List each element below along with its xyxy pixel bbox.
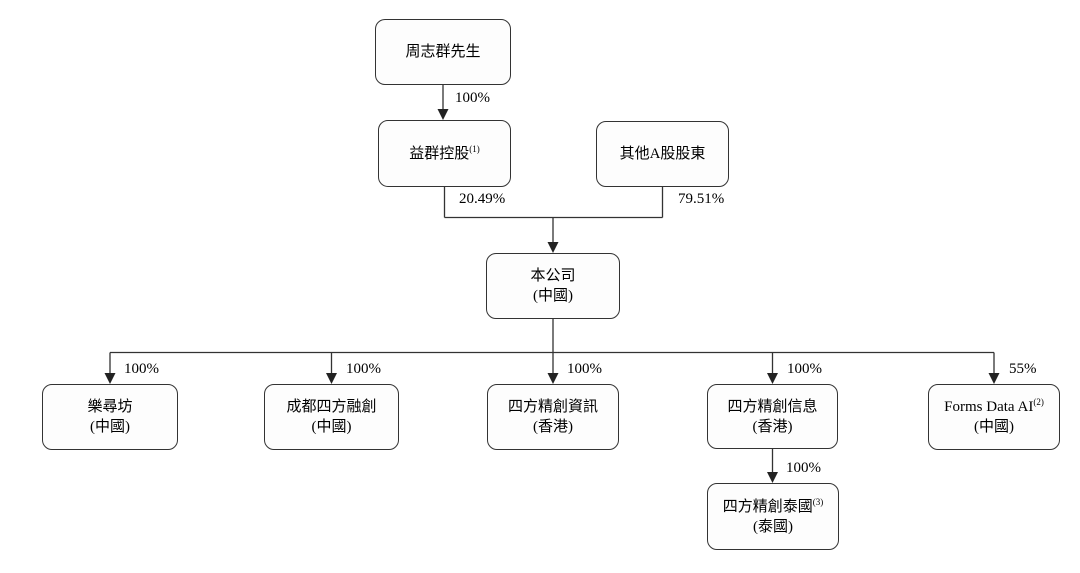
edge-label-xinxi-to-thailand: 100% bbox=[786, 460, 821, 476]
node-label: 四方精創泰國(3) bbox=[722, 496, 824, 515]
edge-label-other-a-to-company: 79.51% bbox=[678, 191, 725, 207]
node-place: (香港) bbox=[533, 419, 573, 435]
node-sifang-thailand: 四方精創泰國(3) (泰國) bbox=[707, 483, 839, 550]
node-place: (香港) bbox=[752, 418, 793, 435]
node-place: (中國) bbox=[974, 419, 1014, 435]
arrowhead-icons bbox=[104, 109, 1000, 483]
node-label: 成都四方融創 bbox=[286, 399, 377, 415]
edge-label-company-to-lexunfang: 100% bbox=[124, 361, 159, 377]
node-label: 樂尋坊 bbox=[87, 399, 133, 415]
node-forms-data-ai: Forms Data AI(2) (中國) bbox=[928, 384, 1060, 450]
node-other-a-shareholders: 其他A股股東 bbox=[596, 121, 729, 187]
node-the-company: 本公司 (中國) bbox=[486, 253, 620, 319]
node-chengdu-sifang: 成都四方融創 (中國) bbox=[264, 384, 399, 450]
node-label: 益群控股(1) bbox=[409, 143, 480, 162]
node-place: (中國) bbox=[90, 419, 130, 435]
edge-label-company-to-chengdu: 100% bbox=[346, 361, 381, 377]
node-label: 四方精創資訊 bbox=[507, 399, 598, 415]
node-label: 其他A股股東 bbox=[619, 146, 706, 162]
footnote-superscript: (3) bbox=[812, 496, 824, 507]
node-sifang-zixun-hk: 四方精創資訊 (香港) bbox=[487, 384, 619, 450]
edge-label-zhou-to-yiqun: 100% bbox=[455, 90, 490, 106]
node-yiqun-holdings: 益群控股(1) bbox=[378, 120, 511, 187]
node-place: (中國) bbox=[533, 288, 573, 304]
node-label: 四方精創信息 bbox=[727, 398, 818, 415]
footnote-superscript: (2) bbox=[1033, 397, 1044, 407]
node-lexunfang: 樂尋坊 (中國) bbox=[42, 384, 178, 450]
edge-label-yiqun-to-company: 20.49% bbox=[459, 191, 506, 207]
node-label: Forms Data AI(2) bbox=[944, 397, 1044, 416]
edge-label-company-to-xinxi: 100% bbox=[787, 361, 822, 377]
node-place: (泰國) bbox=[753, 518, 793, 535]
node-label: 周志群先生 bbox=[405, 44, 481, 60]
node-sifang-xinxi-hk: 四方精創信息 (香港) bbox=[707, 384, 838, 449]
node-place: (中國) bbox=[311, 419, 352, 435]
node-zhou-zhiqun: 周志群先生 bbox=[375, 19, 511, 85]
edge-label-company-to-forms-data: 55% bbox=[1009, 361, 1037, 377]
footnote-superscript: (1) bbox=[469, 143, 480, 154]
node-label: 本公司 bbox=[530, 268, 576, 284]
edge-label-company-to-zixun: 100% bbox=[567, 361, 602, 377]
